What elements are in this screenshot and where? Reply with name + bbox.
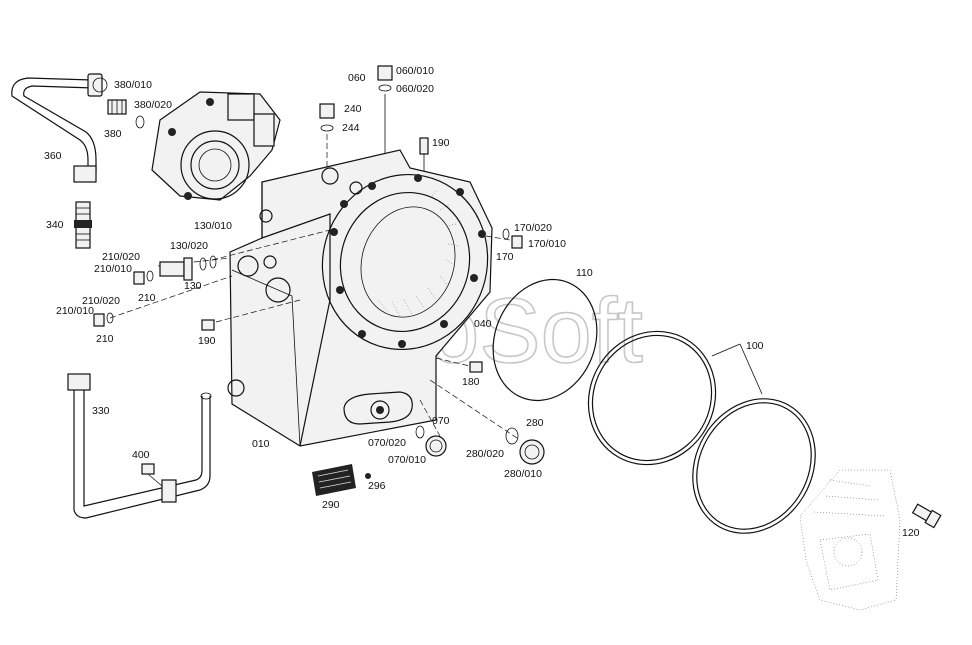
- label-340: 340: [46, 219, 64, 231]
- part-labels: 380/010 380/020 380 360 340 060 060/010 …: [44, 65, 920, 539]
- label-360: 360: [44, 150, 62, 162]
- label-210-a: 210: [138, 292, 156, 304]
- part-170-plug: [502, 228, 523, 249]
- label-280-010: 280/010: [504, 468, 542, 480]
- part-400-screw: [141, 463, 163, 487]
- label-296: 296: [368, 480, 386, 492]
- part-070-plug: [415, 425, 447, 457]
- part-360-pipe: [11, 73, 108, 183]
- part-210-plug-a: [133, 270, 154, 285]
- part-290-nameplate: [312, 464, 356, 496]
- part-180-bolt: [469, 361, 483, 373]
- label-070: 070: [432, 415, 450, 427]
- label-244: 244: [342, 122, 360, 134]
- label-380-020: 380/020: [134, 99, 172, 111]
- label-170: 170: [496, 251, 514, 263]
- part-296-rivet: [365, 473, 371, 479]
- label-210-010-b: 210/010: [56, 305, 94, 317]
- label-210-010-a: 210/010: [94, 263, 132, 275]
- label-120: 120: [902, 527, 920, 539]
- part-100-o-rings: [587, 330, 816, 534]
- label-070-010: 070/010: [388, 454, 426, 466]
- label-060-010: 060/010: [396, 65, 434, 77]
- part-380-fitting: [107, 99, 145, 129]
- label-130-020: 130/020: [170, 240, 208, 252]
- label-190-lower: 190: [198, 335, 216, 347]
- label-330: 330: [92, 405, 110, 417]
- label-210-020-b: 210/020: [82, 295, 120, 307]
- label-280: 280: [526, 417, 544, 429]
- label-210-020-a: 210/020: [102, 251, 140, 263]
- pump-housing: [151, 91, 281, 201]
- label-240: 240: [344, 103, 362, 115]
- label-110: 110: [576, 267, 593, 279]
- part-340-stud: [74, 201, 92, 249]
- part-210-plug-b: [93, 312, 114, 327]
- part-330-pipe: [67, 373, 212, 519]
- label-010: 010: [252, 438, 270, 450]
- label-070-020: 070/020: [368, 437, 406, 449]
- label-170-010: 170/010: [528, 238, 566, 250]
- part-280-plug: [505, 427, 545, 465]
- background-housing-sketch: [799, 469, 901, 611]
- part-190-plug-lower: [201, 319, 215, 331]
- label-210-b: 210: [96, 333, 114, 345]
- label-180: 180: [462, 376, 480, 388]
- label-190-top: 190: [432, 137, 450, 149]
- part-120-bolt: [911, 503, 942, 529]
- part-110-gasket: [492, 278, 598, 402]
- label-060-020: 060/020: [396, 83, 434, 95]
- label-060: 060: [348, 72, 366, 84]
- label-130-010: 130/010: [194, 220, 232, 232]
- label-290: 290: [322, 499, 340, 511]
- label-380-010: 380/010: [114, 79, 152, 91]
- label-380: 380: [104, 128, 122, 140]
- part-240-plug: [319, 103, 335, 132]
- part-010-main-housing: [227, 149, 493, 447]
- label-040: 040: [474, 318, 492, 330]
- label-400: 400: [132, 449, 150, 461]
- part-130-plug: [159, 255, 217, 281]
- label-100: 100: [746, 340, 764, 352]
- label-130: 130: [184, 280, 202, 292]
- label-280-020: 280/020: [466, 448, 504, 460]
- label-170-020: 170/020: [514, 222, 552, 234]
